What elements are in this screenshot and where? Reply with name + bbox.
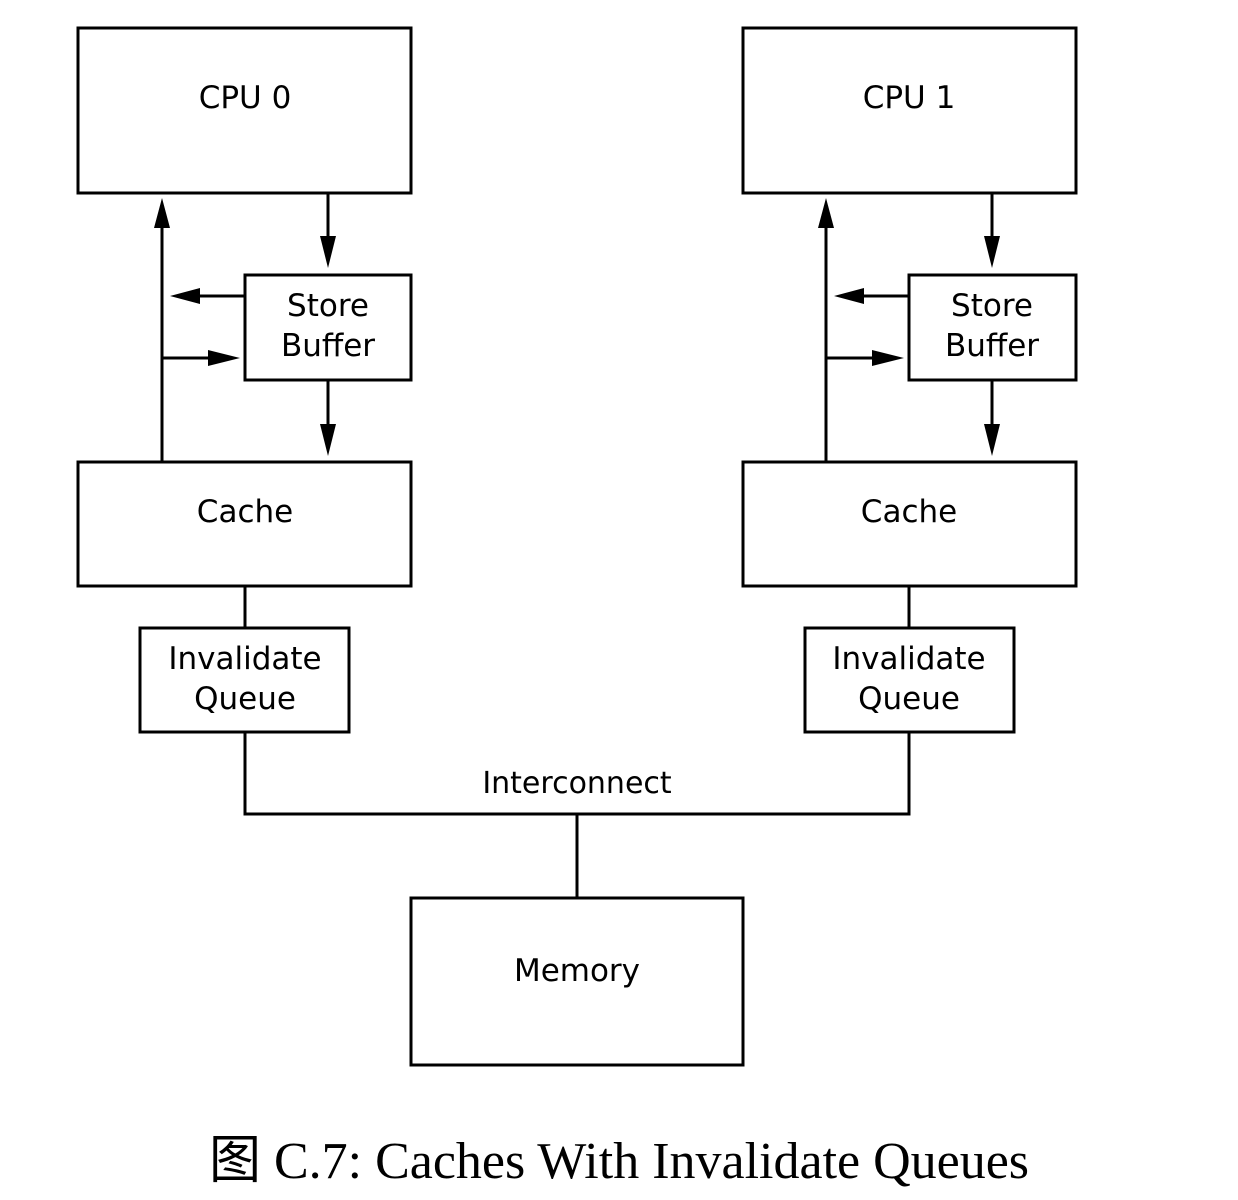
- memory-subsystem: Memory: [409, 896, 745, 1067]
- invalidate-queue-0-box: [138, 626, 351, 734]
- cpu1-subsystem: CPU 1 Store Buffer Cache Invalidate Queu…: [741, 26, 1078, 734]
- store-buffer-1-label-line1: Store: [951, 288, 1033, 324]
- cpu1-box: [741, 26, 1078, 195]
- cpu0-label: CPU 0: [199, 80, 292, 116]
- arrow-right-icon: [208, 350, 240, 366]
- invalidate-queue-1-box: [803, 626, 1016, 734]
- store-buffer-0-label-line2: Buffer: [281, 328, 375, 364]
- arrow-up-icon: [818, 198, 834, 228]
- memory-label: Memory: [514, 953, 640, 989]
- invalidate-queue-0-label-line1: Invalidate: [168, 641, 321, 677]
- store-buffer-1-label-line2: Buffer: [945, 328, 1039, 364]
- invalidate-queue-0-label-line2: Queue: [194, 681, 296, 717]
- figure-caption: 图 C.7: Caches With Invalidate Queues: [208, 1133, 1030, 1190]
- invalidate-queue-1-label-line2: Queue: [858, 681, 960, 717]
- invalidate-queue-1-label-line1: Invalidate: [832, 641, 985, 677]
- cache-1-label: Cache: [861, 494, 957, 530]
- store-buffer-0-box: [243, 273, 413, 382]
- arrow-down-icon: [320, 424, 336, 456]
- store-buffer-1-box: [907, 273, 1078, 382]
- cpu1-label: CPU 1: [863, 80, 956, 116]
- arrow-down-icon: [984, 424, 1000, 456]
- arrow-up-icon: [154, 198, 170, 228]
- arrow-right-icon: [872, 350, 904, 366]
- arrow-left-icon: [834, 288, 864, 304]
- cache-0-box: [76, 460, 413, 588]
- interconnect-label: Interconnect: [482, 766, 672, 801]
- store-buffer-0-label-line1: Store: [287, 288, 369, 324]
- arrow-down-icon: [984, 236, 1000, 268]
- interconnect-bus: Interconnect: [243, 732, 911, 898]
- cache-1-box: [741, 460, 1078, 588]
- cpu0-subsystem: CPU 0 Store Buffer Cache Invalidate Queu…: [76, 26, 413, 734]
- memory-box: [409, 896, 745, 1067]
- cache-diagram: CPU 0 Store Buffer Cache Invalidate Queu…: [76, 26, 1078, 1067]
- cache-0-label: Cache: [197, 494, 293, 530]
- arrow-down-icon: [320, 236, 336, 268]
- arrow-left-icon: [170, 288, 200, 304]
- cpu0-box: [76, 26, 413, 195]
